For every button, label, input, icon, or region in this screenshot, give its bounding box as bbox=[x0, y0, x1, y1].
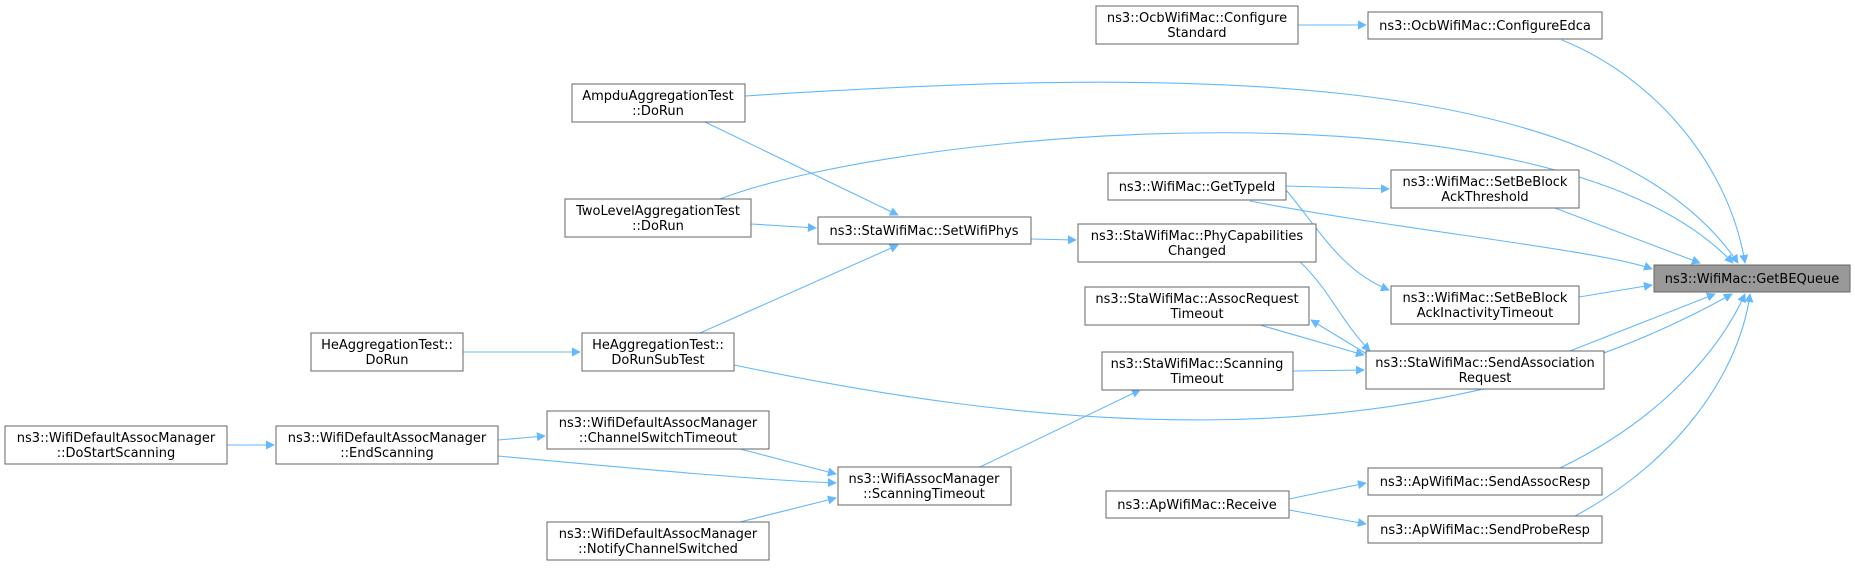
edge-sta-setwifiphys-to-sta-phycap-changed bbox=[1030, 235, 1077, 245]
edge-wifimac-gettypeid-to-set-be-block-ack-inactivity bbox=[1285, 189, 1390, 292]
node-ap-send-assoc-resp[interactable]: ns3::ApWifiMac::SendAssocResp bbox=[1367, 467, 1603, 496]
node-sta-assocrequest-timeout[interactable]: ns3::StaWifiMac::AssocRequest Timeout bbox=[1084, 286, 1310, 326]
node-set-be-block-ack-threshold[interactable]: ns3::WifiMac::SetBeBlock AckThreshold bbox=[1390, 169, 1580, 209]
edge-ap-send-probe-resp-to-getbequeue bbox=[1574, 293, 1754, 517]
edges-layer bbox=[227, 20, 1754, 527]
node-he-dorun[interactable]: HeAggregationTest:: DoRun bbox=[310, 332, 464, 372]
edge-default-channelswitch-timeout-to-assocmgr-scanning-timeout bbox=[739, 448, 837, 477]
edge-he-dorunsubtest-to-sta-setwifiphys bbox=[699, 244, 899, 334]
edge-ap-receive-to-ap-send-assoc-resp bbox=[1288, 480, 1367, 500]
edge-sta-scanning-timeout-to-sta-send-assoc-request bbox=[1292, 365, 1365, 375]
node-he-dorunsubtest-label-1: HeAggregationTest:: bbox=[592, 338, 724, 353]
node-sta-send-assoc-request[interactable]: ns3::StaWifiMac::SendAssociation Request bbox=[1365, 350, 1605, 390]
edge-sta-send-assoc-request-to-getbequeue bbox=[1569, 292, 1716, 352]
node-ap-receive-label: ns3::ApWifiMac::Receive bbox=[1117, 498, 1277, 513]
node-ocb-configure-edca-label: ns3::OcbWifiMac::ConfigureEdca bbox=[1379, 19, 1591, 34]
edge-default-notify-channel-switched-to-assocmgr-scanning-timeout bbox=[739, 495, 837, 523]
node-twolevel-dorun[interactable]: TwoLevelAggregationTest ::DoRun bbox=[564, 198, 752, 238]
node-ocb-configure-edca[interactable]: ns3::OcbWifiMac::ConfigureEdca bbox=[1367, 11, 1603, 40]
node-sta-scanning-timeout[interactable]: ns3::StaWifiMac::Scanning Timeout bbox=[1101, 351, 1294, 391]
node-ocb-configure-standard-label-2: Standard bbox=[1167, 26, 1226, 41]
node-ocb-configure-standard[interactable]: ns3::OcbWifiMac::Configure Standard bbox=[1095, 5, 1299, 45]
edge-wifimac-gettypeid-to-set-be-block-ack-threshold bbox=[1285, 184, 1390, 194]
node-assocmgr-scanning-timeout[interactable]: ns3::WifiAssocManager ::ScanningTimeout bbox=[837, 466, 1012, 506]
node-getbequeue[interactable]: ns3::WifiMac::GetBEQueue bbox=[1653, 264, 1851, 293]
node-he-dorunsubtest[interactable]: HeAggregationTest:: DoRunSubTest bbox=[581, 332, 735, 372]
edge-assocmgr-scanning-timeout-to-sta-scanning-timeout bbox=[979, 389, 1141, 468]
node-assocmgr-scanning-timeout-label-1: ns3::WifiAssocManager bbox=[849, 472, 1001, 487]
node-default-endscanning-label-2: ::EndScanning bbox=[340, 446, 433, 461]
edge-sta-phycap-changed-to-sta-send-assoc-request bbox=[1299, 261, 1371, 352]
edge-wifimac-gettypeid-to-getbequeue bbox=[1249, 200, 1653, 271]
edge-default-endscanning-to-default-channelswitch-timeout bbox=[497, 432, 546, 442]
node-default-endscanning-label-1: ns3::WifiDefaultAssocManager bbox=[288, 431, 487, 446]
edge-ap-receive-to-ap-send-probe-resp bbox=[1288, 509, 1367, 527]
node-ampdu-dorun-label-1: AmpduAggregationTest bbox=[582, 89, 733, 104]
node-getbequeue-label: ns3::WifiMac::GetBEQueue bbox=[1665, 272, 1840, 287]
node-ap-receive[interactable]: ns3::ApWifiMac::Receive bbox=[1105, 490, 1290, 519]
node-ampdu-dorun-label-2: ::DoRun bbox=[632, 104, 684, 119]
node-default-channelswitch-timeout-label-1: ns3::WifiDefaultAssocManager bbox=[559, 416, 758, 431]
node-set-be-block-ack-inactivity-label-2: AckInactivityTimeout bbox=[1417, 306, 1553, 321]
edge-twolevel-dorun-to-sta-setwifiphys bbox=[750, 223, 817, 232]
node-ocb-configure-standard-label-1: ns3::OcbWifiMac::Configure bbox=[1107, 11, 1287, 26]
node-ap-send-probe-resp[interactable]: ns3::ApWifiMac::SendProbeResp bbox=[1367, 515, 1603, 544]
node-wifimac-gettypeid-label: ns3::WifiMac::GetTypeId bbox=[1119, 180, 1276, 195]
node-sta-setwifiphys-label: ns3::StaWifiMac::SetWifiPhys bbox=[829, 224, 1018, 239]
node-default-dostartscanning[interactable]: ns3::WifiDefaultAssocManager ::DoStartSc… bbox=[4, 425, 228, 465]
node-sta-phycap-changed-label-2: Changed bbox=[1168, 244, 1226, 259]
edge-ampdu-dorun-to-sta-setwifiphys bbox=[704, 121, 899, 216]
node-set-be-block-ack-inactivity-label-1: ns3::WifiMac::SetBeBlock bbox=[1403, 291, 1568, 306]
node-twolevel-dorun-label-2: ::DoRun bbox=[632, 219, 684, 234]
edge-ocb-configure-edca-to-getbequeue bbox=[1561, 39, 1749, 264]
node-wifimac-gettypeid[interactable]: ns3::WifiMac::GetTypeId bbox=[1107, 172, 1287, 201]
node-sta-phycap-changed[interactable]: ns3::StaWifiMac::PhyCapabilities Changed bbox=[1077, 223, 1317, 263]
node-he-dorun-label-1: HeAggregationTest:: bbox=[321, 338, 453, 353]
node-ampdu-dorun[interactable]: AmpduAggregationTest ::DoRun bbox=[571, 83, 746, 123]
node-sta-setwifiphys[interactable]: ns3::StaWifiMac::SetWifiPhys bbox=[817, 216, 1032, 245]
node-sta-scanning-timeout-label-1: ns3::StaWifiMac::Scanning bbox=[1111, 357, 1284, 372]
edge-set-be-block-ack-threshold-to-getbequeue bbox=[1554, 207, 1701, 265]
node-twolevel-dorun-label-1: TwoLevelAggregationTest bbox=[575, 204, 740, 219]
edge-twolevel-dorun-to-getbequeue bbox=[719, 132, 1734, 264]
edge-ap-send-assoc-resp-to-getbequeue bbox=[1559, 293, 1746, 469]
nodes-layer: ns3::WifiMac::GetBEQueue ns3::OcbWifiMac… bbox=[4, 5, 1851, 561]
node-set-be-block-ack-threshold-label-2: AckThreshold bbox=[1441, 190, 1528, 205]
edge-default-endscanning-to-assocmgr-scanning-timeout bbox=[497, 455, 837, 488]
node-he-dorun-label-2: DoRun bbox=[366, 353, 409, 368]
node-set-be-block-ack-threshold-label-1: ns3::WifiMac::SetBeBlock bbox=[1403, 175, 1568, 190]
node-default-notify-channel-switched-label-1: ns3::WifiDefaultAssocManager bbox=[559, 527, 758, 542]
node-default-channelswitch-timeout-label-2: ::ChannelSwitchTimeout bbox=[579, 431, 737, 446]
node-sta-assocrequest-timeout-label-1: ns3::StaWifiMac::AssocRequest bbox=[1095, 292, 1298, 307]
node-default-dostartscanning-label-1: ns3::WifiDefaultAssocManager bbox=[17, 431, 216, 446]
edge-sta-send-assoc-request-to-sta-assocrequest-timeout bbox=[1310, 319, 1371, 357]
node-sta-assocrequest-timeout-label-2: Timeout bbox=[1169, 307, 1223, 322]
edge-sta-assocrequest-timeout-to-sta-send-assoc-request bbox=[1259, 324, 1365, 358]
node-default-endscanning[interactable]: ns3::WifiDefaultAssocManager ::EndScanni… bbox=[275, 425, 499, 465]
node-ap-send-probe-resp-label: ns3::ApWifiMac::SendProbeResp bbox=[1380, 523, 1590, 538]
edge-ampdu-dorun-to-getbequeue bbox=[744, 81, 1739, 264]
node-set-be-block-ack-inactivity[interactable]: ns3::WifiMac::SetBeBlock AckInactivityTi… bbox=[1390, 285, 1580, 325]
node-default-dostartscanning-label-2: ::DoStartScanning bbox=[57, 446, 175, 461]
node-assocmgr-scanning-timeout-label-2: ::ScanningTimeout bbox=[863, 487, 985, 502]
edge-set-be-block-ack-inactivity-to-getbequeue bbox=[1578, 281, 1653, 298]
node-sta-send-assoc-request-label-2: Request bbox=[1459, 371, 1512, 386]
node-ap-send-assoc-resp-label: ns3::ApWifiMac::SendAssocResp bbox=[1380, 475, 1590, 490]
node-sta-send-assoc-request-label-1: ns3::StaWifiMac::SendAssociation bbox=[1375, 356, 1595, 371]
node-default-notify-channel-switched[interactable]: ns3::WifiDefaultAssocManager ::NotifyCha… bbox=[546, 521, 770, 561]
node-sta-phycap-changed-label-1: ns3::StaWifiMac::PhyCapabilities bbox=[1091, 229, 1304, 244]
node-default-notify-channel-switched-label-2: ::NotifyChannelSwitched bbox=[578, 542, 738, 557]
node-he-dorunsubtest-label-2: DoRunSubTest bbox=[611, 353, 704, 368]
node-sta-scanning-timeout-label-2: Timeout bbox=[1169, 372, 1223, 387]
node-default-channelswitch-timeout[interactable]: ns3::WifiDefaultAssocManager ::ChannelSw… bbox=[546, 410, 770, 450]
